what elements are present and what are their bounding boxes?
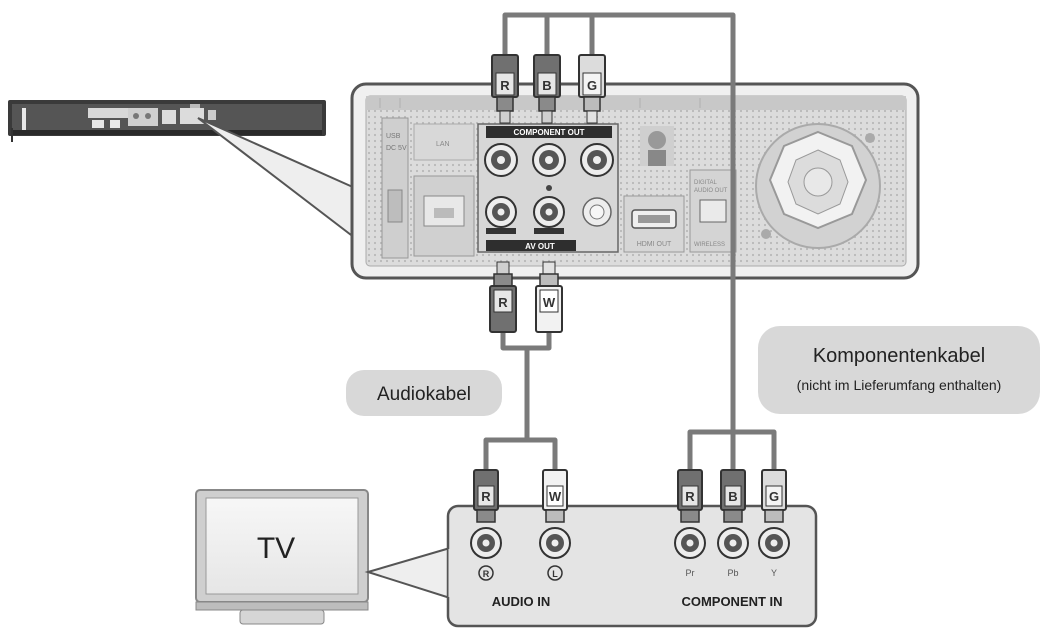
av-out-plugs <box>489 261 563 333</box>
tv-callout-pointer <box>364 546 451 600</box>
usb-label: USB <box>386 133 401 140</box>
plug-label-g-comp: G <box>769 489 779 504</box>
wireless-label: WIRELESS <box>694 242 725 248</box>
tv-audio-in-jacks <box>470 527 571 559</box>
component-cable-title: Komponentenkabel <box>813 345 985 367</box>
tv-component-plugs <box>677 469 787 523</box>
svg-text:DIGITAL: DIGITAL <box>694 180 718 186</box>
component-in-label: COMPONENT IN <box>681 594 782 609</box>
audio-cable <box>483 327 558 473</box>
tv-component-in-jacks <box>674 527 790 559</box>
component-out-jacks <box>484 143 614 177</box>
hdmi-label: HDMI OUT <box>637 241 672 248</box>
player-rear-panel: USB DC 5V LAN COMPONENT OUT <box>350 82 920 280</box>
jack-label-r: R <box>483 569 490 579</box>
audio-cable-callout: Audiokabel <box>346 370 502 416</box>
audio-in-label: AUDIO IN <box>492 594 551 609</box>
plug-label-r-top: R <box>500 78 510 93</box>
plug-label-b-top: B <box>542 78 551 93</box>
jack-label-y: Y <box>771 568 777 578</box>
player-thumbnail <box>8 100 326 142</box>
component-cable <box>502 12 777 493</box>
av-out-label: AV OUT <box>525 242 555 251</box>
plug-label-w-tv: W <box>549 489 562 504</box>
jack-label-l: L <box>552 569 558 579</box>
cooling-fan <box>755 123 881 249</box>
sticker-figure <box>640 126 674 166</box>
tv-set: TV <box>195 489 369 625</box>
component-out-label: COMPONENT OUT <box>513 128 584 137</box>
plug-label-r-av: R <box>498 295 508 310</box>
top-component-plugs <box>491 54 606 124</box>
jack-label-pb: Pb <box>727 568 738 578</box>
plug-label-r-comp: R <box>685 489 695 504</box>
svg-text:AUDIO OUT: AUDIO OUT <box>694 188 728 194</box>
lan-label: LAN <box>436 141 450 148</box>
plug-label-r-tv: R <box>481 489 491 504</box>
plug-label-g-top: G <box>587 78 597 93</box>
plug-label-w-av: W <box>543 295 556 310</box>
plug-label-b-comp: B <box>728 489 737 504</box>
audio-cable-label: Audiokabel <box>377 384 471 405</box>
av-out-jacks <box>485 196 612 228</box>
tv-audio-plugs <box>473 469 568 523</box>
svg-text:DC 5V: DC 5V <box>386 145 407 152</box>
component-cable-note: (nicht im Lieferumfang enthalten) <box>797 377 1002 393</box>
component-cable-callout: Komponentenkabel (nicht im Lieferumfang … <box>758 326 1040 414</box>
jack-label-pr: Pr <box>686 568 695 578</box>
tv-label: TV <box>257 532 295 565</box>
